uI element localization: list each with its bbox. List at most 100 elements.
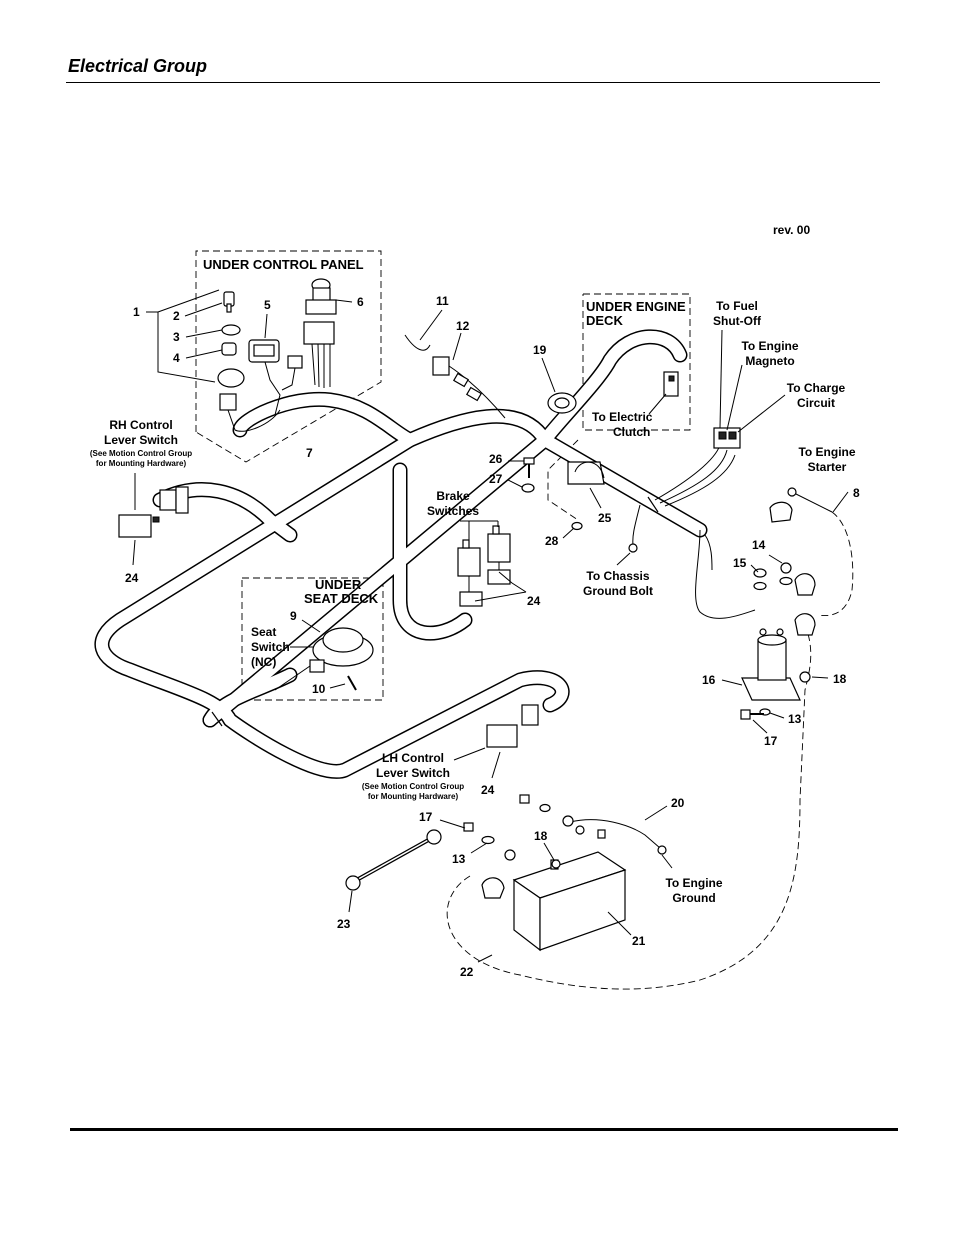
screw-10 — [347, 675, 357, 691]
footer-divider — [70, 1128, 898, 1131]
callout-28: 28 — [545, 534, 559, 548]
callout-24-rh: 24 — [125, 571, 139, 585]
label-chassis-ground-1: To Chassis — [586, 569, 649, 583]
hour-meter-5 — [248, 339, 303, 416]
main-harness-7 — [94, 329, 708, 779]
label-brake-2: Switches — [427, 504, 479, 518]
nut-28 — [571, 521, 583, 531]
label-fuel-shutoff-2: Shut-Off — [713, 314, 762, 328]
label-charge-circuit-1: To Charge — [787, 381, 846, 395]
region-under-seat-deck — [241, 577, 384, 701]
callout-18-solenoid: 18 — [833, 672, 847, 686]
battery-boot — [481, 877, 505, 899]
callout-22: 22 — [460, 965, 474, 979]
header-divider — [66, 82, 880, 83]
nut-3 — [221, 324, 241, 336]
label-rh-note-1: (See Motion Control Group — [90, 449, 192, 458]
clip-11 — [404, 334, 431, 351]
lh-lever-switch — [486, 704, 539, 748]
washer-27 — [521, 483, 535, 493]
callout-12: 12 — [456, 319, 470, 333]
revision-label: rev. 00 — [773, 223, 810, 237]
label-fuel-shutoff-1: To Fuel — [716, 299, 758, 313]
wire-22-route — [446, 624, 812, 990]
nut-14 — [779, 562, 793, 586]
callout-6: 6 — [357, 295, 364, 309]
region-label-engine-deck-1: UNDER ENGINE — [586, 299, 686, 314]
callout-5: 5 — [264, 298, 271, 312]
callout-23: 23 — [337, 917, 351, 931]
battery-rod-23 — [345, 829, 442, 891]
ignition-switch-1 — [217, 368, 281, 432]
battery-cable-20 — [562, 815, 667, 855]
callout-8: 8 — [853, 486, 860, 500]
label-engine-ground-2: Ground — [672, 891, 715, 905]
label-engine-magneto-1: To Engine — [741, 339, 798, 353]
callout-10: 10 — [312, 682, 326, 696]
region-under-control-panel — [195, 250, 382, 463]
nut-15 — [753, 568, 767, 591]
region-under-engine-deck — [547, 293, 691, 521]
clutch-connector — [663, 371, 679, 397]
label-electric-clutch-1: To Electric — [592, 410, 653, 424]
callout-4: 4 — [173, 351, 180, 365]
label-chassis-ground-2: Ground Bolt — [583, 584, 653, 598]
harness-clamp-25 — [567, 461, 605, 485]
page-title: Electrical Group — [68, 56, 208, 76]
label-lh-note-1: (See Motion Control Group — [362, 782, 464, 791]
nut-18-solenoid — [799, 671, 811, 683]
ignition-key-2 — [223, 291, 235, 313]
battery-21 — [512, 829, 627, 952]
leader-lines — [132, 289, 849, 963]
callout-27: 27 — [489, 472, 503, 486]
callout-15: 15 — [733, 556, 747, 570]
callout-20: 20 — [671, 796, 685, 810]
battery-bolts — [463, 794, 585, 869]
callout-16: 16 — [702, 673, 716, 687]
callout-25: 25 — [598, 511, 612, 525]
label-engine-starter-1: To Engine — [798, 445, 855, 459]
terminal-boots — [769, 487, 833, 636]
washer-4 — [221, 342, 237, 356]
callout-13-solenoid: 13 — [788, 712, 802, 726]
callout-13-battery: 13 — [452, 852, 466, 866]
pto-switch-6 — [303, 278, 337, 388]
callout-21: 21 — [632, 934, 646, 948]
rh-lever-switch — [118, 486, 189, 538]
brake-switch-right — [487, 525, 511, 563]
label-seat-switch-1: Seat — [251, 625, 276, 639]
label-seat-switch-3: (NC) — [251, 655, 276, 669]
label-engine-starter-2: Starter — [808, 460, 847, 474]
callout-26: 26 — [489, 452, 503, 466]
label-rh-note-2: for Mounting Hardware) — [96, 459, 187, 468]
screw-26 — [523, 457, 535, 478]
label-engine-magneto-2: Magneto — [745, 354, 794, 368]
brake-switch-left — [457, 539, 481, 577]
label-lh-control-1: LH Control — [382, 751, 444, 765]
connector-12 — [432, 356, 506, 419]
bolt-17-solenoid — [740, 709, 764, 720]
callout-24-lh: 24 — [481, 783, 495, 797]
starter-solenoid-16 — [741, 628, 801, 701]
region-label-engine-deck-2: DECK — [586, 313, 623, 328]
region-label-seat-deck-1: UNDER — [315, 577, 362, 592]
label-seat-switch-2: Switch — [251, 640, 290, 654]
callout-3: 3 — [173, 330, 180, 344]
engine-wires — [628, 444, 756, 619]
callout-18-battery: 18 — [534, 829, 548, 843]
brake-connectors — [459, 562, 511, 607]
callout-17-solenoid: 17 — [764, 734, 778, 748]
callout-7: 7 — [306, 446, 313, 460]
callout-17-battery: 17 — [419, 810, 433, 824]
callout-11: 11 — [436, 294, 449, 308]
callout-19: 19 — [533, 343, 547, 357]
callout-14: 14 — [752, 538, 766, 552]
region-label-control-panel: UNDER CONTROL PANEL — [203, 257, 364, 272]
label-rh-control-2: Lever Switch — [104, 433, 178, 447]
callout-1: 1 — [133, 305, 140, 319]
engine-connector — [713, 427, 741, 449]
label-engine-ground-1: To Engine — [665, 876, 722, 890]
region-label-seat-deck-2: SEAT DECK — [304, 591, 379, 606]
callout-9: 9 — [290, 609, 297, 623]
